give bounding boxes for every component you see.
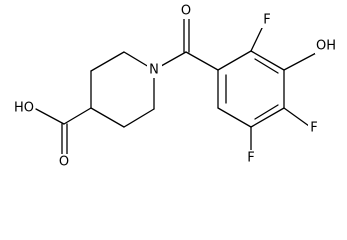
bond-carbonyl-aryl <box>185 51 219 71</box>
bond-ar4-f <box>283 107 310 127</box>
structure-canvas: O N F OH F F HO O <box>4 3 343 170</box>
atom-ho-carboxyl: HO <box>14 101 34 116</box>
bond-ar3-oh <box>283 51 319 71</box>
bond-ar-inner-2 <box>254 58 279 74</box>
bond-ar-inner-3 <box>254 104 279 120</box>
bond-ar4-ar5 <box>250 107 285 128</box>
ring-substituents <box>250 25 319 153</box>
atom-o-carboxyl: O <box>59 155 69 170</box>
bond-ar1-ar2 <box>217 50 252 71</box>
atom-f-top: F <box>263 13 270 28</box>
atom-oh-phenol: OH <box>316 39 336 54</box>
atom-o-carbonyl: O <box>181 4 191 19</box>
piperidine-ring <box>90 51 155 128</box>
bond-c4-ccooh <box>63 107 92 125</box>
bond-ar2-f <box>250 25 264 52</box>
bond-ar5-ar6 <box>217 107 252 128</box>
bond-ar2-ar3 <box>250 50 285 71</box>
structural-formula: O N F OH F F HO O <box>4 3 343 170</box>
bond-c4-c5 <box>90 107 125 128</box>
amide-carbonyl-group <box>153 15 219 71</box>
bond-c5-c6 <box>123 108 155 128</box>
atom-n: N <box>149 63 159 78</box>
bond-ccooh-oh <box>35 108 65 125</box>
atom-f-right: F <box>310 121 317 136</box>
atom-f-bottom: F <box>247 151 254 166</box>
carboxylic-acid-group <box>35 107 92 158</box>
atom-labels: O N F OH F F HO O <box>4 3 343 170</box>
benzene-ring <box>217 50 285 128</box>
bond-c2-c3 <box>90 51 125 72</box>
